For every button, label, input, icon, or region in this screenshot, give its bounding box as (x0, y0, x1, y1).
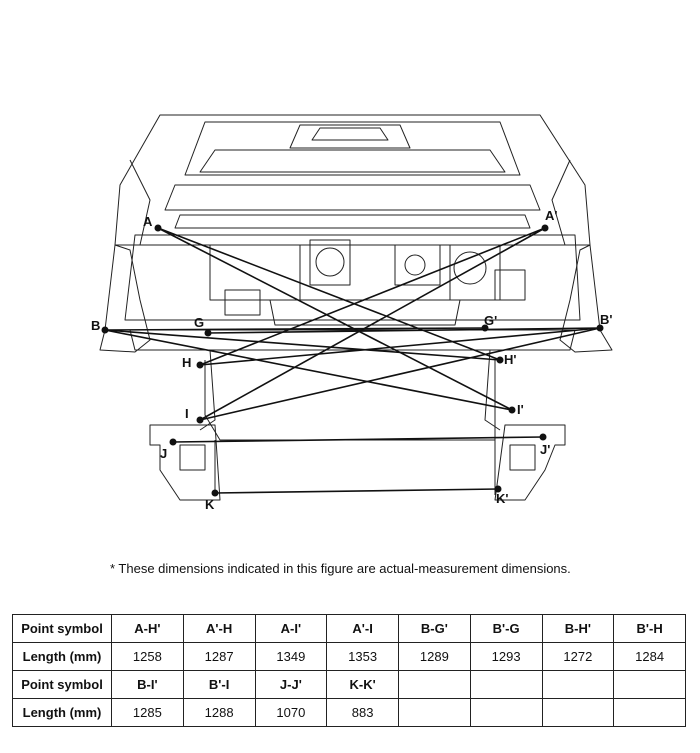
point-H (196, 361, 204, 369)
dimensions-table: Point symbol A-H' A'-H A-I' A'-I B-G' B'… (12, 614, 686, 727)
line-B-Hprime (104, 329, 501, 361)
table-cell: 1349 (254, 642, 328, 671)
point-labels: A A' B B' G G' H H' I I' J J' K K' (91, 208, 612, 512)
line-Aprime-I (199, 227, 546, 421)
table-cell: 1293 (469, 642, 543, 671)
label-K: K (205, 497, 215, 512)
table-cell: 1284 (613, 642, 686, 671)
label-A: A (143, 214, 153, 229)
line-B-Iprime (104, 329, 513, 411)
table-cell: 883 (326, 698, 399, 727)
line-Bprime-G (207, 327, 601, 334)
table-cell (541, 670, 615, 699)
table-cell: 1353 (326, 642, 399, 671)
table-cell: A-I' (254, 614, 328, 643)
point-G-prime (481, 324, 489, 332)
table-cell: 1285 (111, 698, 184, 727)
table-cell: 1289 (398, 642, 471, 671)
label-A-prime: A' (545, 208, 557, 223)
label-B: B (91, 318, 100, 333)
line-K-Kprime (214, 488, 499, 494)
label-I: I (185, 406, 189, 421)
point-G (204, 329, 212, 337)
point-K-prime (494, 485, 502, 493)
table-cell: B-G' (398, 614, 471, 643)
table-cell: 1287 (182, 642, 256, 671)
point-J (169, 438, 177, 446)
row-header: Length (mm) (12, 698, 112, 727)
table-cell: B'-H (613, 614, 686, 643)
label-I-prime: I' (517, 402, 524, 417)
point-A (154, 224, 162, 232)
point-H-prime (496, 356, 504, 364)
line-B-Gprime (104, 327, 486, 331)
line-Bprime-I (199, 327, 601, 421)
label-K-prime: K' (496, 491, 508, 506)
measurement-note: * These dimensions indicated in this fig… (110, 561, 571, 576)
point-B (101, 326, 109, 334)
table-cell (613, 670, 686, 699)
label-H-prime: H' (504, 352, 516, 367)
table-cell (469, 698, 543, 727)
table-row: Length (mm) 1258 1287 1349 1353 1289 129… (12, 642, 686, 671)
table-cell: A-H' (111, 614, 184, 643)
table-cell (541, 698, 615, 727)
table-cell: A'-H (182, 614, 256, 643)
label-B-prime: B' (600, 312, 612, 327)
point-B-prime (596, 324, 604, 332)
table-cell (613, 698, 686, 727)
table-row: Length (mm) 1285 1288 1070 883 (12, 698, 686, 727)
table-cell: B'-I (182, 670, 256, 699)
label-H: H (182, 355, 191, 370)
label-J-prime: J' (540, 442, 550, 457)
table-cell: B'-G (469, 614, 543, 643)
measurement-lines (104, 227, 601, 494)
line-A-Iprime (157, 227, 513, 411)
table-cell: J-J' (254, 670, 328, 699)
table-cell: B-H' (541, 614, 615, 643)
table-cell: 1070 (254, 698, 328, 727)
table-cell: K-K' (326, 670, 399, 699)
table-cell (469, 670, 543, 699)
table-cell: 1272 (541, 642, 615, 671)
table-cell (398, 698, 471, 727)
row-header: Point symbol (12, 614, 112, 643)
table-cell: 1288 (182, 698, 256, 727)
line-Bprime-H (199, 327, 601, 366)
table-cell: 1258 (111, 642, 184, 671)
label-J: J (160, 446, 167, 461)
point-A-prime (541, 224, 549, 232)
body-dimension-figure: A A' B B' G G' H H' I I' J J' K K' (91, 114, 613, 512)
row-header: Point symbol (12, 670, 112, 699)
line-Aprime-H (199, 227, 546, 366)
label-G: G (194, 315, 204, 330)
line-A-Hprime (157, 227, 501, 361)
vehicle-front-structure (99, 114, 613, 501)
line-J-Jprime (172, 436, 544, 443)
point-I-prime (508, 406, 516, 414)
table-row: Point symbol B-I' B'-I J-J' K-K' (12, 670, 686, 699)
table-cell (398, 670, 471, 699)
point-K (211, 489, 219, 497)
label-G-prime: G' (484, 313, 497, 328)
table-cell: A'-I (326, 614, 399, 643)
point-J-prime (539, 433, 547, 441)
point-I (196, 416, 204, 424)
measurement-points (101, 224, 604, 497)
table-row: Point symbol A-H' A'-H A-I' A'-I B-G' B'… (12, 614, 686, 643)
row-header: Length (mm) (12, 642, 112, 671)
table-cell: B-I' (111, 670, 184, 699)
